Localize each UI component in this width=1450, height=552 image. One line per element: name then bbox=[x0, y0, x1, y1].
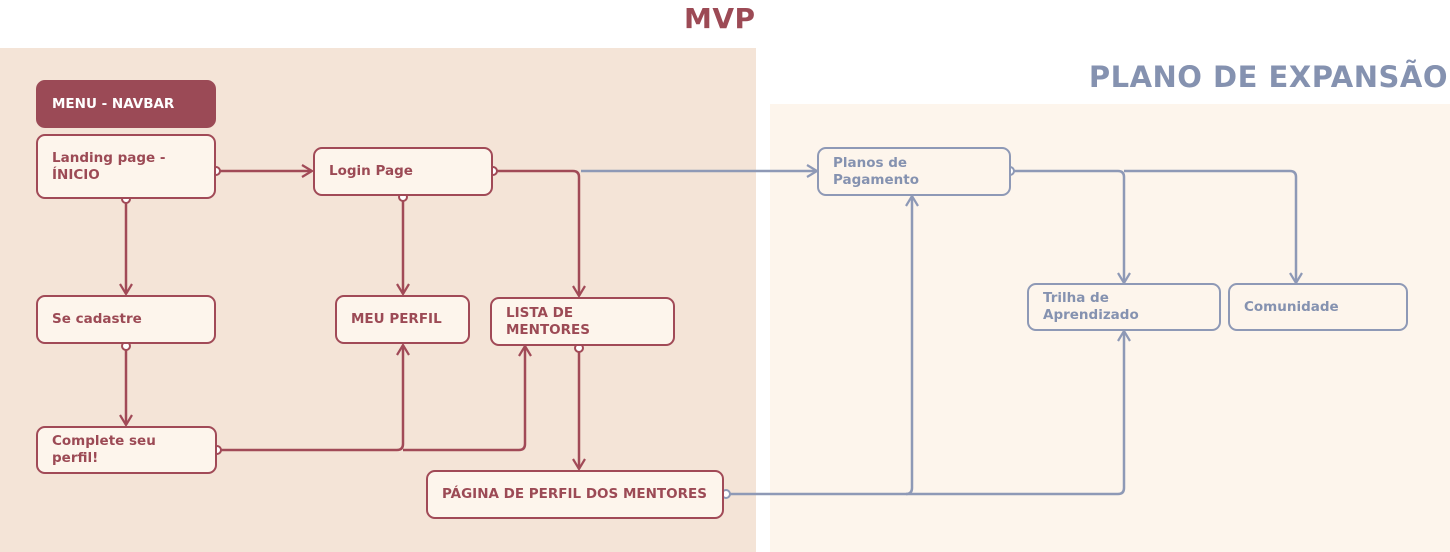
planos-pagamento-node[interactable]: Planos de Pagamento bbox=[817, 147, 1011, 196]
mvp-section-title: MVP bbox=[684, 2, 756, 35]
trilha-aprendizado-node[interactable]: Trilha de Aprendizado bbox=[1027, 283, 1221, 331]
meu-perfil-node[interactable]: MEU PERFIL bbox=[335, 295, 470, 344]
lista-mentores-node[interactable]: LISTA DE MENTORES bbox=[490, 297, 675, 346]
edge-planos-to-trilha bbox=[1010, 169, 1131, 286]
login-page-node[interactable]: Login Page bbox=[313, 147, 493, 196]
pagina-perfil-mentores-node[interactable]: PÁGINA DE PERFIL DOS MENTORES bbox=[426, 470, 724, 519]
edge-planos-to-comunidade bbox=[1124, 169, 1303, 286]
edge-paginamentores-to-trilha bbox=[726, 328, 1131, 496]
landing-page-node[interactable]: Landing page - ÍNICIO bbox=[36, 134, 216, 199]
edge-complete-to-meuperfil bbox=[217, 342, 410, 452]
comunidade-node[interactable]: Comunidade bbox=[1228, 283, 1408, 331]
edge-complete-to-lista bbox=[403, 343, 532, 452]
complete-perfil-node[interactable]: Complete seu perfil! bbox=[36, 426, 217, 474]
se-cadastre-node[interactable]: Se cadastre bbox=[36, 295, 216, 344]
edge-paginamentores-to-planos bbox=[905, 193, 919, 496]
menu-navbar-node[interactable]: MENU - NAVBAR bbox=[36, 80, 216, 128]
edge-login-to-lista bbox=[493, 169, 586, 299]
expansion-section-title: PLANO DE EXPANSÃO bbox=[1088, 60, 1448, 94]
